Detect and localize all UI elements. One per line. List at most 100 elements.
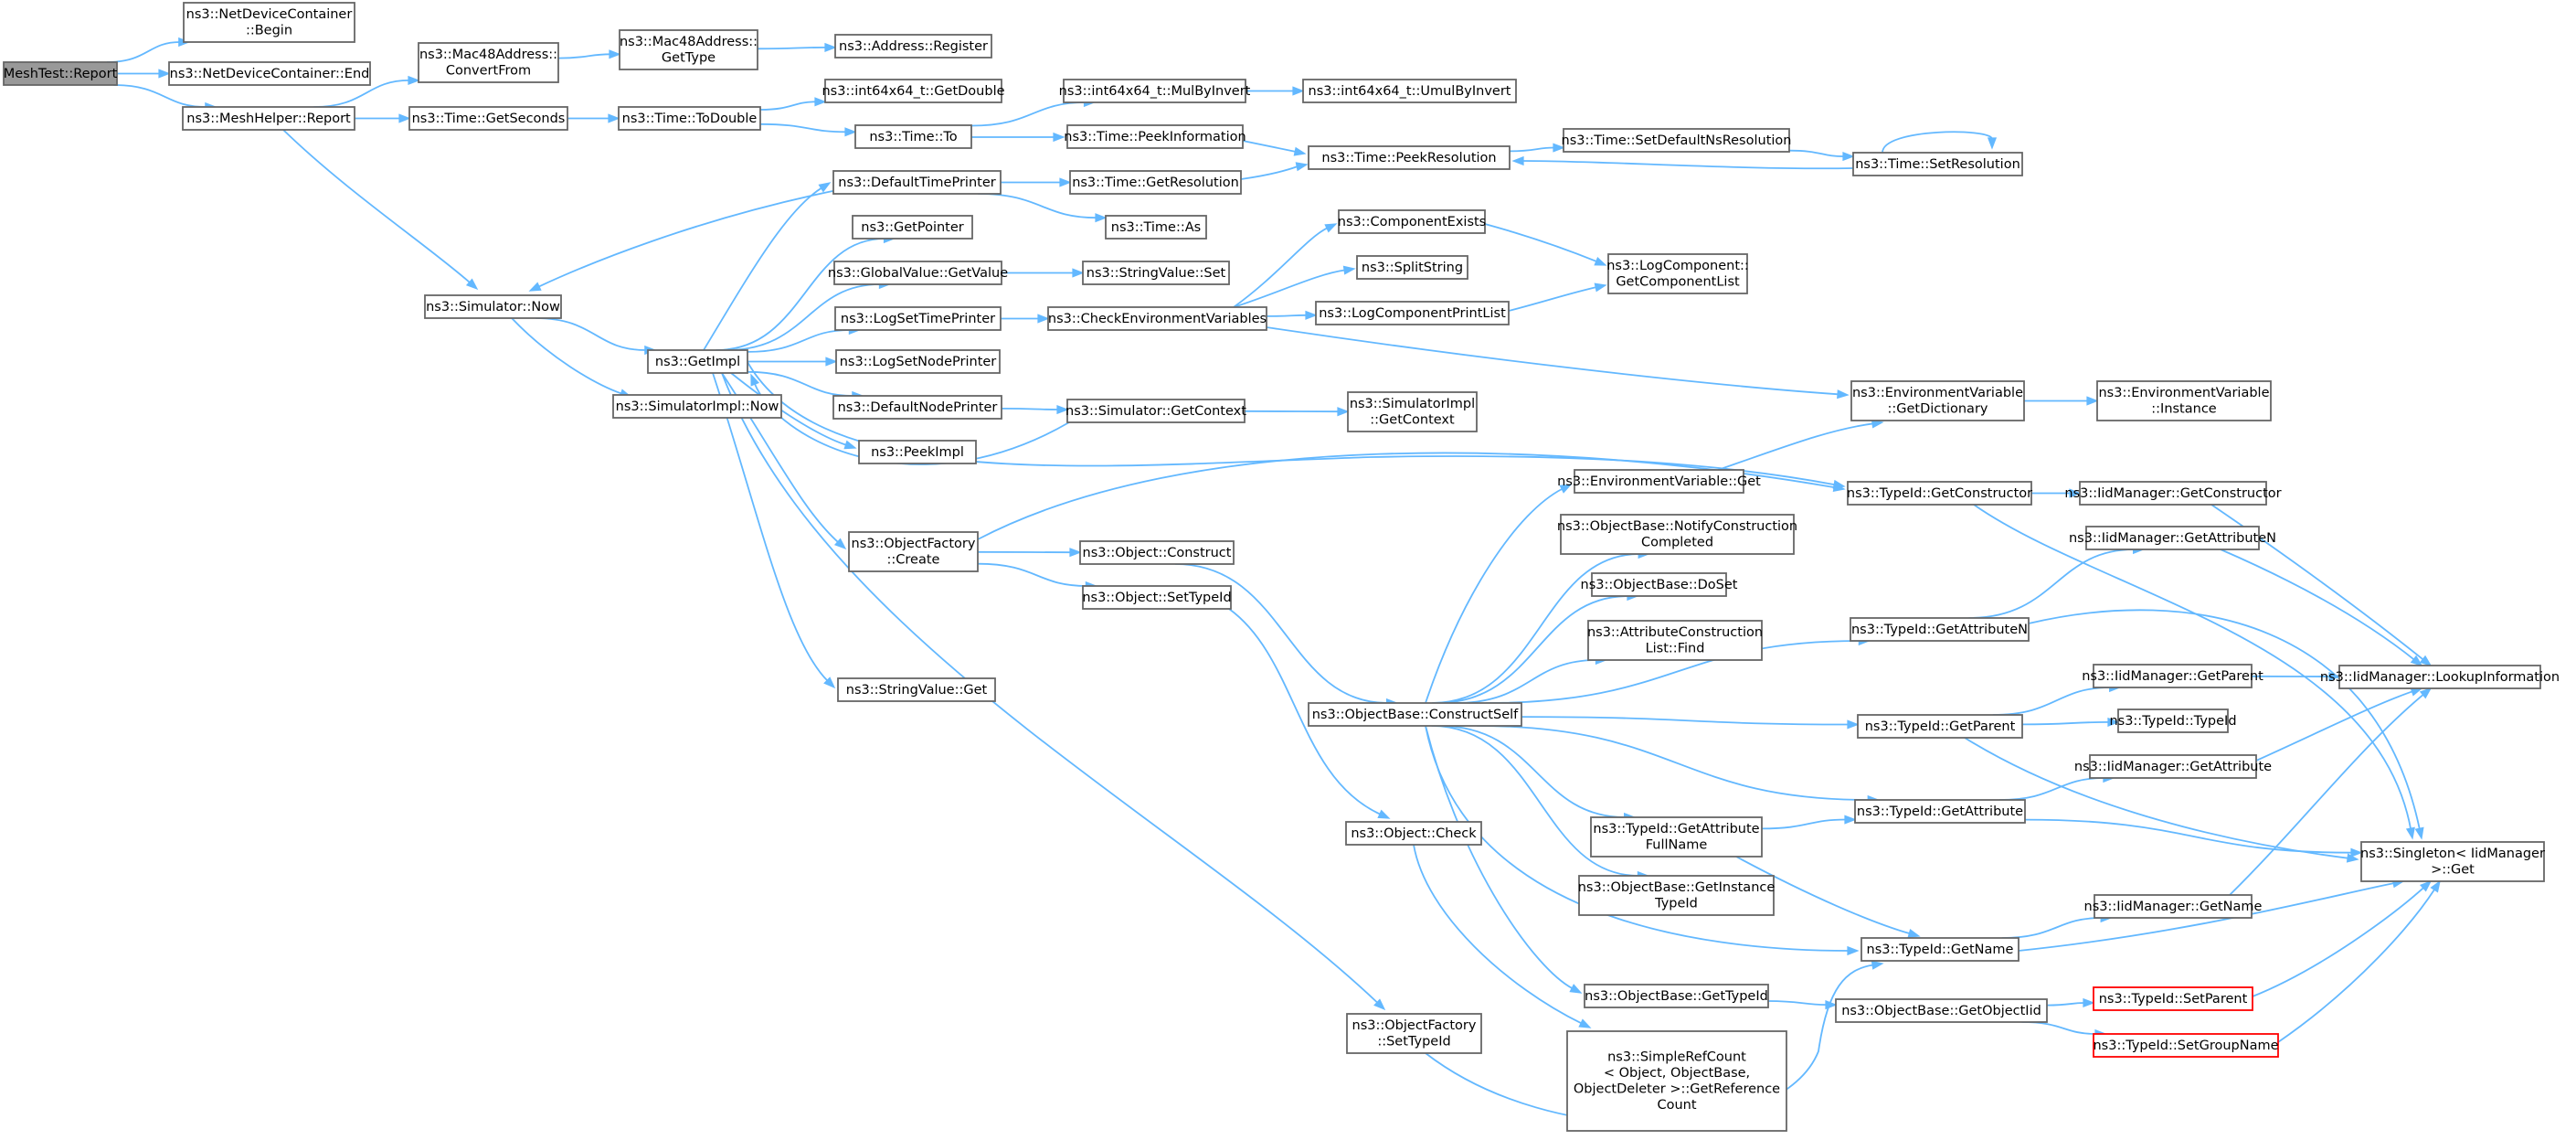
node-label: ns3::IidManager::GetConstructor: [2064, 486, 2281, 501]
node-n47[interactable]: ns3::ObjectBase::ConstructSelf: [1308, 702, 1522, 727]
node-n63[interactable]: ns3::TypeId::GetName: [1860, 937, 2019, 962]
node-label: ns3::LogComponent::: [1606, 259, 1749, 273]
node-n66[interactable]: ns3::TypeId::SetParent: [2093, 986, 2253, 1011]
node-label: < Object, ObjectBase,: [1604, 1066, 1750, 1081]
node-n65[interactable]: ns3::ObjectBase::GetObjectIid: [1835, 998, 2048, 1023]
node-n6[interactable]: ns3::Address::Register: [834, 34, 992, 59]
node-n38[interactable]: ns3::EnvironmentVariable::Instance: [2096, 380, 2272, 421]
edge-n61-n69: [1413, 844, 1583, 1025]
node-n15[interactable]: ns3::Time::SetDefaultNsResolution: [1562, 128, 1792, 153]
node-box: [1082, 585, 1232, 610]
edge-n18-n42: [712, 372, 829, 682]
edge-n41-n61-arrowhead: [1377, 809, 1391, 819]
node-n43[interactable]: ns3::EnvironmentVariable::Get: [1557, 469, 1761, 494]
node-n30[interactable]: ns3::LogComponentPrintList: [1315, 301, 1510, 325]
node-n17[interactable]: ns3::Simulator::Now: [424, 294, 562, 319]
node-n11[interactable]: ns3::int64x64_t::MulByInvert: [1059, 79, 1251, 103]
node-n13[interactable]: ns3::Time::PeekInformation: [1064, 124, 1246, 149]
node-n1[interactable]: ns3::NetDeviceContainer::Begin: [183, 2, 355, 43]
node-n2[interactable]: ns3::NetDeviceContainer::End: [168, 61, 371, 86]
node-n25[interactable]: ns3::StringValue::Set: [1082, 261, 1230, 285]
node-n41[interactable]: ns3::Object::SetTypeId: [1082, 585, 1232, 610]
node-n64[interactable]: ns3::ObjectBase::GetTypeId: [1584, 984, 1769, 1008]
node-n48[interactable]: ns3::TypeId::GetConstructor: [1847, 481, 2032, 506]
node-label: ns3::Object::SetTypeId: [1082, 591, 1231, 605]
node-label: ns3::NetDeviceContainer: [186, 7, 353, 22]
node-n62[interactable]: ns3::IidManager::GetName: [2084, 894, 2263, 919]
node-n45[interactable]: ns3::ObjectBase::DoSet: [1581, 572, 1738, 597]
node-n26[interactable]: ns3::LogSetTimePrinter: [834, 306, 1002, 331]
node-n35[interactable]: ns3::SimulatorImpl::GetContext: [1347, 391, 1478, 432]
edge-n66-n58: [2252, 887, 2425, 997]
node-label: TypeId: [1654, 897, 1698, 911]
node-box: [1587, 620, 1763, 661]
edge-n17-n18: [535, 317, 646, 351]
node-n67[interactable]: ns3::TypeId::SetGroupName: [2093, 1033, 2279, 1058]
node-n24[interactable]: ns3::GlobalValue::GetValue: [828, 261, 1008, 285]
node-label: Completed: [1641, 536, 1713, 550]
node-n29[interactable]: ns3::SplitString: [1356, 255, 1468, 280]
node-n68[interactable]: ns3::ObjectFactory::SetTypeId: [1346, 1013, 1482, 1054]
node-n10[interactable]: ns3::Time::To: [854, 124, 972, 149]
edge-n18-n39-arrowhead: [833, 538, 847, 550]
node-n9[interactable]: ns3::int64x64_t::GetDouble: [822, 79, 1005, 103]
node-n21[interactable]: ns3::Time::GetResolution: [1069, 170, 1242, 195]
edge-n62-n53-arrowhead: [2419, 687, 2433, 699]
node-n69[interactable]: ns3::SimpleRefCount< Object, ObjectBase,…: [1566, 1030, 1787, 1132]
node-label: ns3::EnvironmentVariable: [1852, 386, 2023, 400]
node-n12[interactable]: ns3::int64x64_t::UmulByInvert: [1302, 79, 1517, 103]
node-n4[interactable]: ns3::Mac48Address::ConvertFrom: [418, 42, 559, 83]
node-n44[interactable]: ns3::ObjectBase::NotifyConstructionCompl…: [1557, 514, 1797, 555]
node-n36[interactable]: ns3::PeekImpl: [858, 440, 977, 464]
node-n52[interactable]: ns3::IidManager::GetParent: [2082, 664, 2263, 688]
edge-n20-n21-arrowhead: [1059, 177, 1072, 187]
edge-n18-n33: [747, 370, 853, 397]
node-n50[interactable]: ns3::IidManager::GetAttributeN: [2069, 526, 2276, 550]
node-n31[interactable]: ns3::LogComponent::GetComponentList: [1606, 253, 1749, 294]
node-n28[interactable]: ns3::ComponentExists: [1338, 209, 1487, 234]
node-n49[interactable]: ns3::IidManager::GetConstructor: [2064, 481, 2282, 506]
node-n34[interactable]: ns3::Simulator::GetContext: [1065, 399, 1246, 423]
node-n32[interactable]: ns3::LogSetNodePrinter: [835, 349, 1001, 374]
edge-n3-n4: [313, 80, 410, 108]
node-label: >::Get: [2431, 863, 2475, 878]
edge-n18-n20-arrowhead: [818, 182, 832, 193]
node-box: [1857, 714, 2023, 739]
edge-n33-n34-arrowhead: [1056, 404, 1069, 415]
node-n54[interactable]: ns3::TypeId::GetParent: [1857, 714, 2023, 739]
node-n5[interactable]: ns3::Mac48Address::GetType: [619, 29, 758, 70]
edge-n16-n14-arrowhead: [1511, 155, 1524, 166]
node-n22[interactable]: ns3::Time::As: [1105, 215, 1207, 240]
node-n55[interactable]: ns3::TypeId::TypeId: [2109, 709, 2237, 733]
node-n8[interactable]: ns3::Time::ToDouble: [618, 106, 761, 131]
node-n18[interactable]: ns3::GetImpl: [647, 349, 748, 374]
node-n61[interactable]: ns3::Object::Check: [1345, 821, 1482, 846]
node-n40[interactable]: ns3::Object::Construct: [1079, 540, 1235, 565]
node-n7[interactable]: ns3::Time::GetSeconds: [408, 106, 568, 131]
node-n58[interactable]: ns3::Singleton< IidManager>::Get: [2360, 841, 2545, 882]
node-label: ns3::TypeId::GetAttribute: [1857, 804, 2023, 819]
node-n16[interactable]: ns3::Time::SetResolution: [1852, 152, 2023, 176]
node-n37[interactable]: ns3::EnvironmentVariable::GetDictionary: [1850, 380, 2025, 421]
node-n39[interactable]: ns3::ObjectFactory::Create: [848, 531, 979, 572]
node-label: ns3::IidManager::GetParent: [2082, 669, 2263, 684]
edge-n59-n63-arrowhead: [1907, 928, 1921, 938]
node-n23[interactable]: ns3::GetPointer: [852, 215, 973, 240]
node-label: MeshTest::Report: [4, 67, 118, 81]
node-n3[interactable]: ns3::MeshHelper::Report: [182, 106, 355, 131]
node-n33[interactable]: ns3::DefaultNodePrinter: [832, 395, 1002, 420]
node-n20[interactable]: ns3::DefaultTimePrinter: [832, 170, 1002, 195]
node-n19[interactable]: ns3::SimulatorImpl::Now: [612, 394, 782, 419]
node-n53[interactable]: ns3::IidManager::LookupInformation: [2320, 665, 2560, 689]
node-n27[interactable]: ns3::CheckEnvironmentVariables: [1047, 306, 1267, 331]
node-n0[interactable]: MeshTest::Report: [3, 61, 118, 86]
node-n42[interactable]: ns3::StringValue::Get: [837, 677, 996, 702]
node-n57[interactable]: ns3::TypeId::GetAttribute: [1854, 799, 2026, 824]
node-n14[interactable]: ns3::Time::PeekResolution: [1308, 145, 1511, 170]
node-n56[interactable]: ns3::IidManager::GetAttribute: [2074, 754, 2272, 779]
node-n51[interactable]: ns3::TypeId::GetAttributeN: [1850, 617, 2030, 642]
